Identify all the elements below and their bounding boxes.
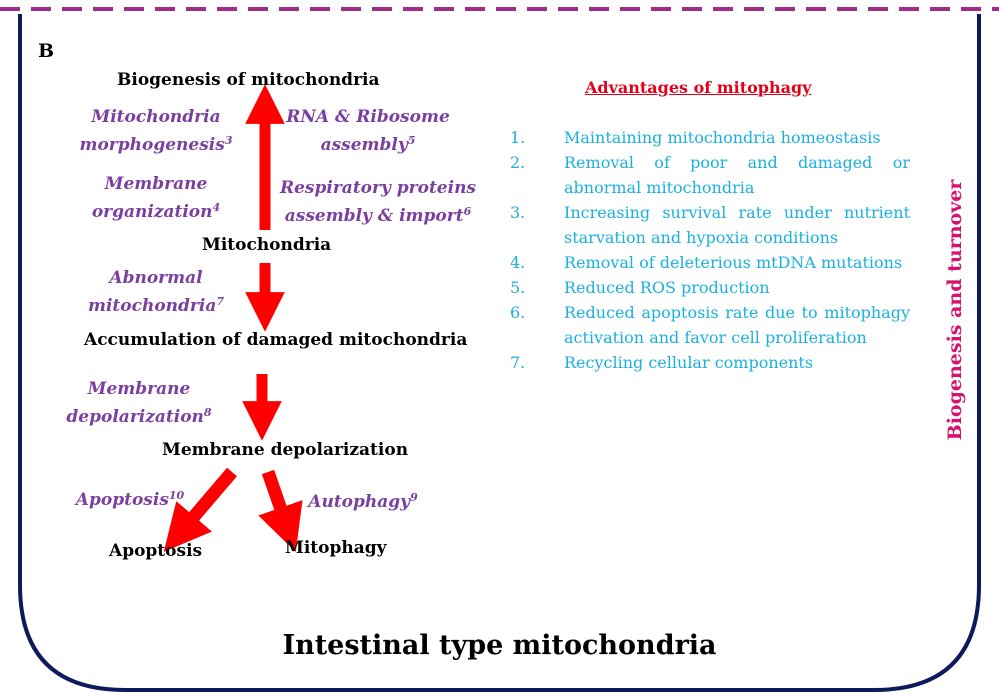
advantage-item: 6.Reduced apoptosis rate due to mitophag… (510, 303, 910, 347)
node-accumulation: Accumulation of damaged mitochondria (84, 330, 468, 350)
advantage-item: 5.Reduced ROS production (510, 278, 770, 297)
side-title-text: Biogenesis and turnover (944, 179, 966, 441)
panel-label: B (38, 40, 55, 62)
arrow-to-apoptosis (163, 467, 237, 552)
annotation-morphogenesis: Mitochondria morphogenesis3 (79, 107, 233, 155)
annotation-membrane-organization: Membrane organization4 (91, 174, 221, 222)
advantage-item: 3.Increasing survival rate under nutrien… (510, 203, 910, 247)
side-title: Biogenesis and turnover (930, 155, 980, 465)
annotation-membrane-depolarization: Membrane depolarization8 (66, 379, 212, 427)
panel-border (18, 14, 981, 692)
annotation-abnormal-mitochondria: Abnormal mitochondria7 (87, 268, 225, 316)
arrow-to-mitophagy (258, 469, 303, 552)
annotation-apoptosis: Apoptosis10 (75, 489, 185, 510)
node-depolarization: Membrane depolarization (162, 440, 409, 460)
node-mitophagy: Mitophagy (285, 538, 387, 558)
advantage-item: 7.Recycling cellular components (510, 353, 814, 372)
annotation-rna-ribosome: RNA & Ribosome assembly5 (286, 107, 450, 155)
advantages-list: 1.Maintaining mitochondria homeostasis 2… (510, 125, 910, 375)
advantage-item: 4.Removal of deleterious mtDNA mutations (510, 253, 903, 272)
node-mitochondria: Mitochondria (202, 235, 332, 255)
bottom-title: Intestinal type mitochondria (282, 630, 717, 661)
advantages-title: Advantages of mitophagy (585, 78, 812, 97)
node-biogenesis: Biogenesis of mitochondria (117, 70, 380, 90)
annotation-respiratory-proteins: Respiratory proteins assembly & import6 (279, 178, 476, 226)
annotation-autophagy: Autophagy9 (308, 491, 418, 512)
advantage-item: 1.Maintaining mitochondria homeostasis (510, 128, 881, 147)
node-apoptosis: Apoptosis (109, 541, 203, 561)
advantage-item: 2.Removal of poor and damaged or abnorma… (510, 153, 910, 197)
